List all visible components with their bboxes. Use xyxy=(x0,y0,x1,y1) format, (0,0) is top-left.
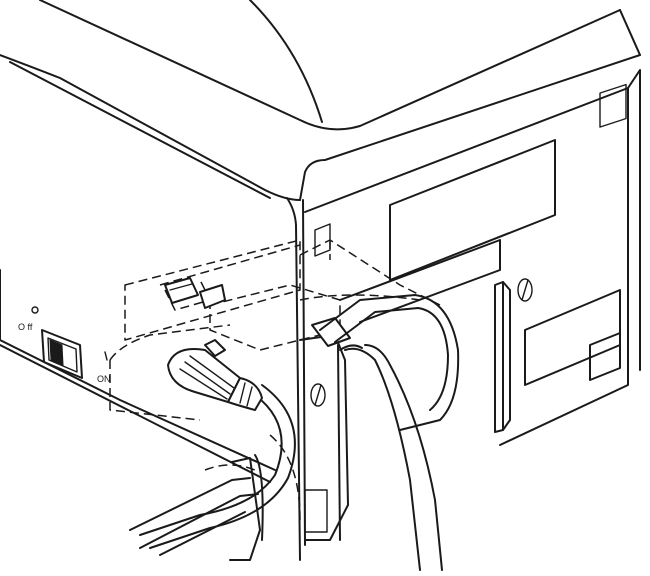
interface-cable xyxy=(139,339,296,549)
clamp-screw-left xyxy=(310,383,326,407)
hidden-connectors xyxy=(109,239,441,521)
indicator-led xyxy=(31,306,39,314)
interface-port xyxy=(314,223,331,257)
cable-clamp-right xyxy=(494,278,533,433)
clamp-slot-left xyxy=(304,489,328,533)
switch-on-label: ON xyxy=(97,374,111,384)
flat-cable xyxy=(311,294,460,571)
printer-corner-edge xyxy=(286,197,306,561)
rear-label-plate xyxy=(599,83,627,128)
cable-clamp-left xyxy=(229,334,349,561)
printer-top-cover xyxy=(0,0,641,201)
rear-vent-panel xyxy=(524,289,621,386)
clamp-screw-right xyxy=(517,278,533,302)
cable-plug-tip xyxy=(204,339,226,357)
rear-label-panel xyxy=(389,139,556,281)
switch-off-label: O ff xyxy=(18,322,33,332)
power-switch: O ff ON xyxy=(18,322,111,384)
parallel-connector xyxy=(164,277,226,309)
cable-strain-relief xyxy=(227,377,263,411)
printer-rear-panel xyxy=(304,69,641,446)
power-cable xyxy=(129,477,259,556)
